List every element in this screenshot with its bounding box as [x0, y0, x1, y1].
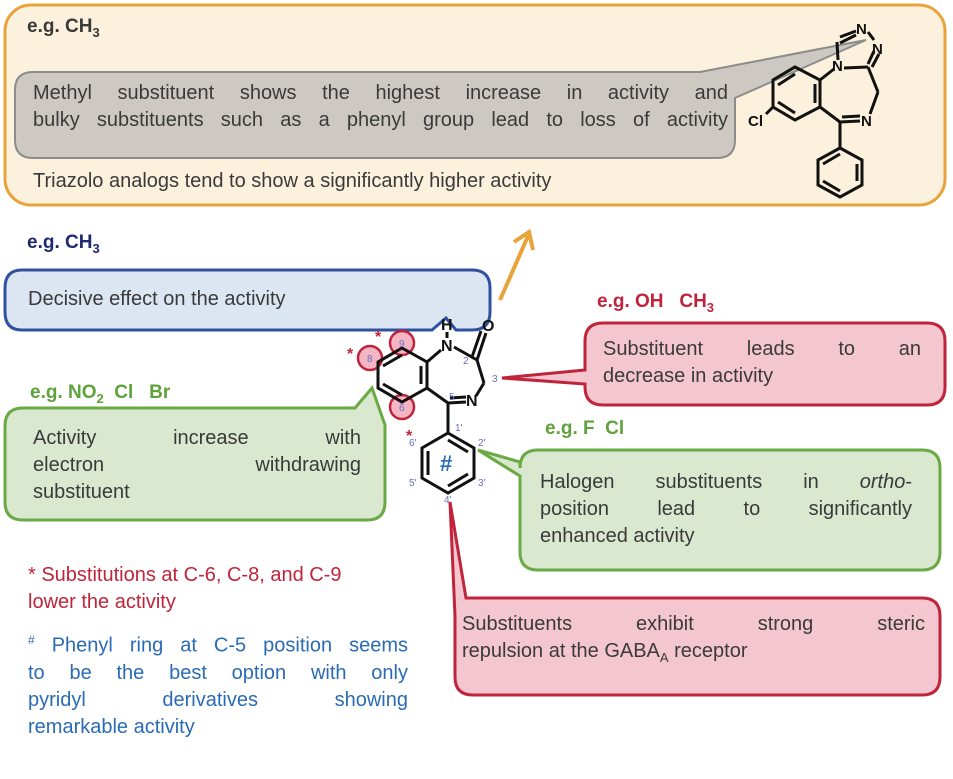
position-label: 5' — [409, 478, 417, 489]
position-label: 1' — [455, 423, 463, 434]
position3-text: Substituent leads to an decrease in acti… — [603, 338, 921, 387]
star-mark: * — [375, 329, 382, 346]
ortho-callout — [477, 448, 942, 572]
position-label: 2' — [478, 438, 486, 449]
phenyl-note: # Phenyl ring at C-5 position seems to b… — [28, 633, 408, 738]
atom-n4: N — [466, 393, 478, 410]
ring-a-label: e.g. NO2 Cl Br — [30, 382, 171, 406]
triazolo-note: Triazolo analogs tend to show a signific… — [33, 170, 552, 192]
ortho-label: e.g. F Cl — [545, 418, 625, 439]
position-label: 8 — [367, 354, 373, 365]
triazolam-structure — [764, 29, 881, 199]
position-label: 2 — [463, 356, 469, 367]
position-label: 5 — [449, 392, 455, 403]
atom-h: H — [441, 317, 453, 334]
atom-n: N — [861, 113, 872, 130]
position3-callout — [501, 321, 947, 407]
benzodiazepine-structure — [376, 330, 488, 495]
atom-n1: N — [441, 338, 453, 355]
position-label: 4' — [444, 495, 452, 506]
atom-n: N — [872, 41, 883, 58]
ortho-text: Halogen substituents in ortho- position … — [540, 471, 912, 547]
position-label: 9 — [399, 339, 405, 350]
star-mark: * — [406, 428, 413, 445]
ring-a-text: Activity increase with electron withdraw… — [33, 427, 361, 503]
position3-label: e.g. OH CH3 — [597, 291, 715, 315]
position1-label: e.g. CH3 — [27, 232, 100, 256]
position-label: 6' — [409, 438, 417, 449]
methyl-callout-text: Methyl substituent shows the highest inc… — [33, 82, 728, 131]
position-label: 6 — [399, 403, 405, 414]
position-highlights — [356, 329, 416, 421]
methyl-callout — [14, 39, 867, 159]
atom-n: N — [832, 58, 843, 75]
substitution-note: * Substitutions at C-6, C-8, and C-9 low… — [28, 564, 342, 613]
atom-o: O — [482, 318, 494, 335]
atom-cl: Cl — [748, 113, 763, 130]
para-callout — [448, 501, 942, 697]
position-label: 3 — [492, 374, 498, 385]
hash-mark: # — [440, 451, 452, 476]
triazolo-label: e.g. CH3 — [27, 16, 100, 40]
star-mark: * — [347, 346, 354, 363]
atom-n: N — [856, 21, 867, 38]
position-label: 3' — [478, 478, 486, 489]
ring-a-callout — [3, 385, 387, 522]
position1-callout — [3, 268, 492, 332]
position1-text: Decisive effect on the activity — [28, 288, 286, 310]
arrow-icon — [498, 228, 535, 301]
para-text: Substituents exhibit strong steric repul… — [462, 613, 925, 665]
